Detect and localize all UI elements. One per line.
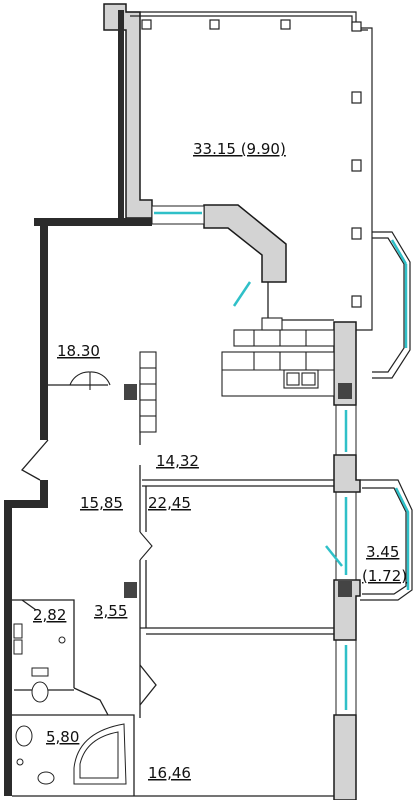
interior-walls (12, 282, 334, 797)
bay-window-lower (360, 479, 413, 601)
right-wall-frames (335, 404, 357, 716)
label-wc: 2,82 (33, 606, 66, 624)
wardrobe (139, 351, 157, 433)
bay-window-upper (372, 231, 411, 379)
bath-fixtures (15, 723, 127, 785)
label-bath: 5,80 (46, 728, 79, 746)
structural-posts (124, 383, 352, 598)
outer-dark-walls (4, 10, 152, 796)
label-hall-top: 18.30 (57, 342, 100, 360)
cyan-accents (232, 281, 343, 567)
label-bedroom-bottom: 16,46 (148, 764, 191, 782)
hall-door (69, 371, 111, 390)
kitchen-counter (221, 317, 335, 397)
label-bedroom-mid: 22,45 (148, 494, 191, 512)
window-top-bay (151, 205, 205, 225)
label-kitchen-zone: 14,32 (156, 452, 199, 470)
wc-fixtures (13, 623, 66, 703)
label-living: 33.15 (9.90) (193, 140, 286, 158)
label-balcony-right: 3.45 (366, 543, 399, 561)
label-corridor: 3,55 (94, 602, 127, 620)
corridor-door (139, 531, 153, 561)
label-balcony-right-sub: (1.72) (362, 567, 407, 585)
living-columns (141, 19, 362, 308)
label-hall-mid: 15,85 (80, 494, 123, 512)
